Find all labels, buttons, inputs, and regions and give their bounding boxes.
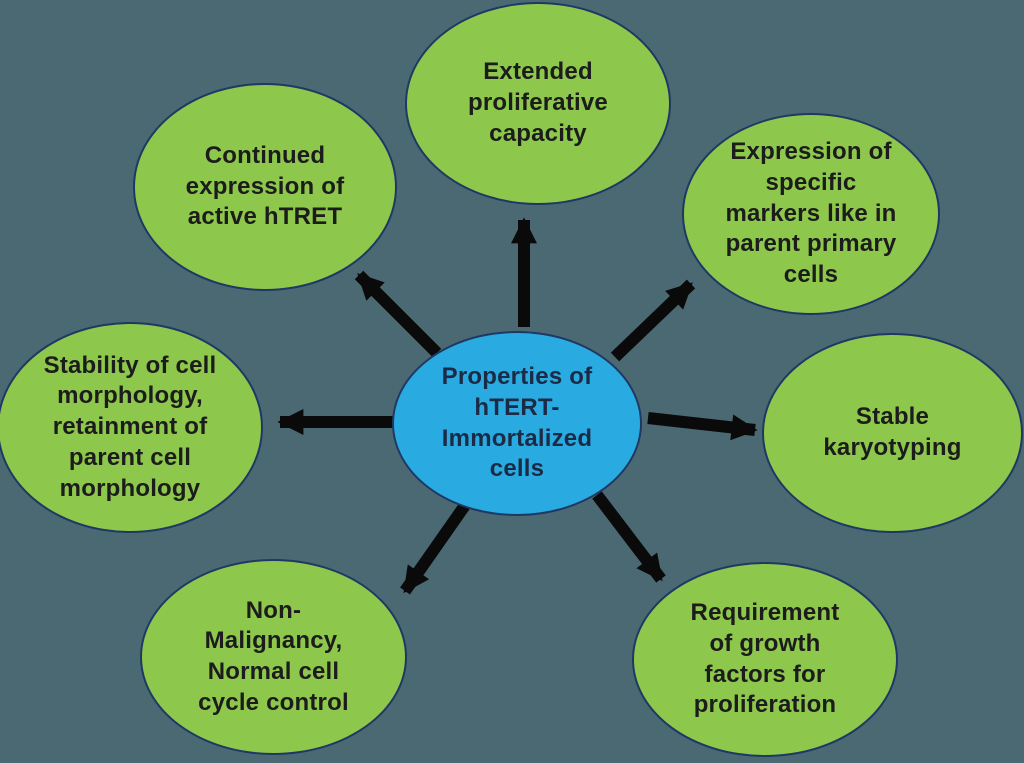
arrow-right	[647, 412, 758, 441]
node-continued-expression-htret: Continued expression of active hTRET	[133, 83, 397, 291]
node-stability-cell-morphology: Stability of cell morphology, retainment…	[0, 322, 263, 533]
node-stable-karyotyping: Stable karyotyping	[762, 333, 1023, 533]
arrow-top-right	[610, 279, 696, 362]
node-label: Non-Malignancy, Normal cell cycle contro…	[198, 596, 349, 716]
center-node: Properties of hTERT-Immortalized cells	[392, 331, 642, 516]
node-label: Expression of specific markers like in p…	[725, 138, 897, 289]
arrow-bottom-left	[400, 497, 473, 595]
node-label: Extended proliferative capacity	[468, 58, 608, 147]
node-extended-proliferative-capacity: Extended proliferative capacity	[405, 2, 671, 205]
node-non-malignancy: Non-Malignancy, Normal cell cycle contro…	[140, 559, 407, 755]
node-label: Continued expression of active hTRET	[185, 141, 345, 231]
node-requirement-growth-factors: Requirement of growth factors for prolif…	[632, 562, 898, 757]
center-node-label: Properties of hTERT-Immortalized cells	[441, 363, 593, 483]
arrow-bottom-right	[592, 491, 666, 583]
node-expression-specific-markers: Expression of specific markers like in p…	[682, 113, 940, 315]
node-label: Stability of cell morphology, retainment…	[43, 351, 217, 502]
arrow-top-left	[354, 270, 442, 358]
node-label: Requirement of growth factors for prolif…	[690, 599, 840, 719]
node-label: Stable karyotyping	[823, 403, 962, 461]
